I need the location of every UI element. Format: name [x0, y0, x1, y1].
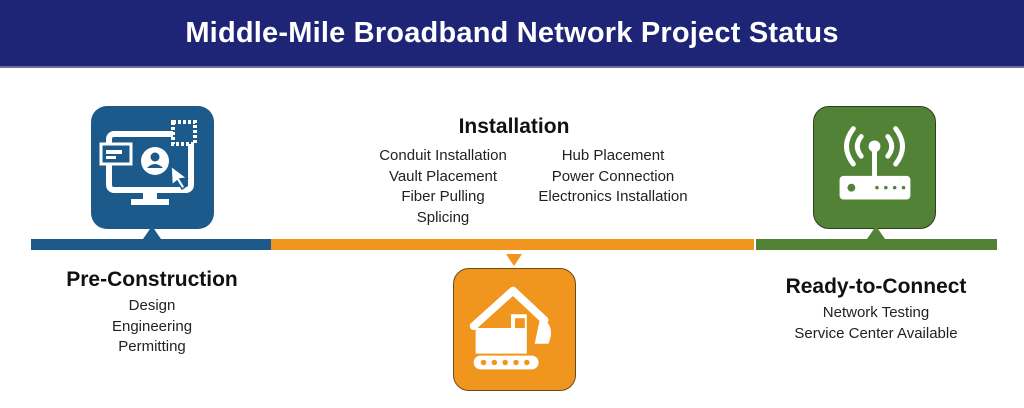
list-item: Engineering [111, 317, 193, 335]
list-item: Fiber Pulling [401, 188, 485, 205]
list-item: Service Center Available [794, 324, 958, 342]
excavator-icon [453, 268, 576, 391]
pointer-down-installation [506, 254, 522, 266]
list-item: Power Connection [551, 167, 675, 185]
stage-title-ready-to-connect: Ready-to-Connect [785, 275, 967, 298]
list-item: Conduit Installation [379, 147, 507, 164]
stage-title-installation: Installation [458, 115, 570, 138]
list-item: Hub Placement [561, 147, 665, 164]
page-title: Middle-Mile Broadband Network Project St… [185, 16, 839, 49]
timeline-segment-installation [271, 239, 754, 250]
stage-items-installation-right: Hub Placement Power Connection Electroni… [528, 146, 698, 208]
list-item: Vault Placement [388, 167, 498, 185]
header-banner: Middle-Mile Broadband Network Project St… [0, 0, 1024, 68]
stage-items-installation-left: Conduit Installation Vault Placement Fib… [362, 146, 524, 228]
list-item: Network Testing [822, 304, 930, 321]
stage-items-ready-to-connect: Network Testing Service Center Available [766, 303, 986, 344]
list-item: Design [128, 297, 176, 314]
wireless-router-icon [813, 106, 936, 229]
computer-user-icon [91, 106, 214, 229]
stage-title-pre-construction: Pre-Construction [66, 268, 238, 291]
stage-items-pre-construction: Design Engineering Permitting [52, 296, 252, 358]
pointer-up-pre-construction [143, 226, 161, 239]
timeline-segment-pre-construction [31, 239, 271, 250]
pointer-up-ready-to-connect [867, 226, 885, 239]
list-item: Permitting [118, 338, 186, 355]
timeline-segment-ready-to-connect [756, 239, 997, 250]
list-item: Electronics Installation [538, 188, 688, 205]
list-item: Splicing [416, 208, 470, 226]
